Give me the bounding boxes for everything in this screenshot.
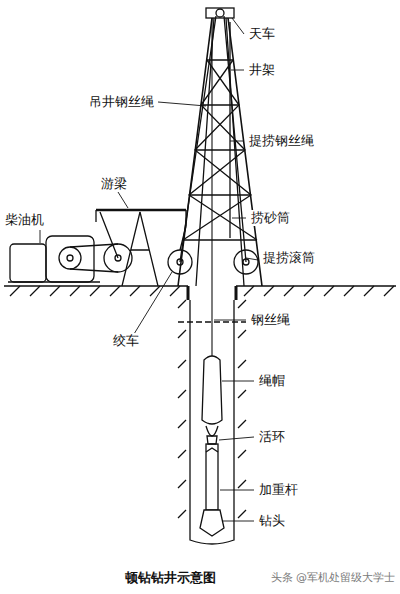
- drill-bit-label: 钻头: [258, 513, 286, 529]
- derrick-label: 井架: [248, 62, 276, 78]
- wire-rope-label: 钢丝绳: [250, 312, 291, 328]
- hoist-rope-label: 吊井钢丝绳: [88, 94, 155, 110]
- figure-caption: 顿钻钻井示意图: [124, 570, 217, 586]
- bailing-drum-label: 提捞滚筒: [262, 250, 316, 266]
- bailing-rope-label: 提捞钢丝绳: [248, 133, 315, 149]
- drill-stem-label: 加重杆: [258, 482, 299, 498]
- jar-label: 活环: [258, 429, 286, 445]
- winch-label: 绞车: [112, 333, 140, 349]
- diesel-engine-label: 柴油机: [4, 212, 45, 228]
- crown-block-label: 天车: [248, 26, 276, 42]
- rope-socket-label: 绳帽: [258, 373, 286, 389]
- watermark: 头条 @军机处留级大学士: [270, 571, 397, 584]
- sand-bailer-label: 捞砂筒: [250, 210, 291, 226]
- walking-beam-label: 游梁: [100, 176, 128, 192]
